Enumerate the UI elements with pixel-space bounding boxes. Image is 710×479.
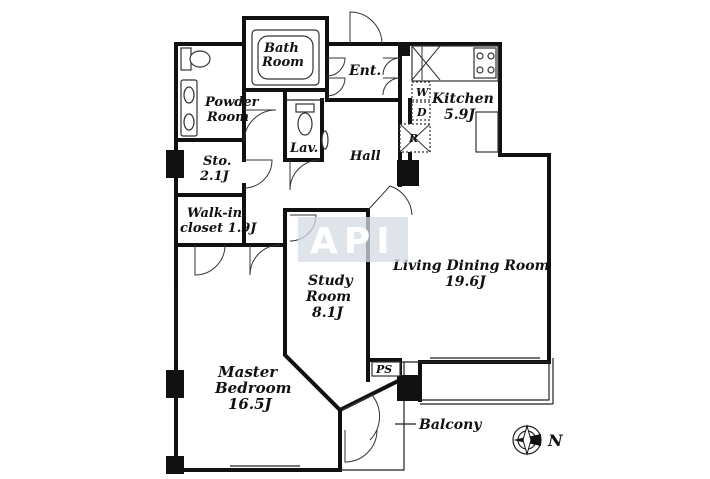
bath-room-label-2: Room: [261, 55, 304, 70]
compass-icon: [512, 424, 542, 456]
windows: [175, 290, 540, 467]
compass-north-label: N: [547, 431, 564, 450]
study-room-label-2: Room: [305, 289, 351, 305]
fixtures: [180, 29, 499, 153]
walkin-closet-label-1: Walk-in: [187, 206, 242, 221]
watermark: API: [298, 217, 408, 262]
balcony-label: Balcony: [418, 417, 482, 433]
living-dining-label-2: 19.6J: [445, 274, 487, 290]
powder-room-label-1: Powder: [204, 95, 260, 110]
storage-label-2: 2.1J: [199, 169, 230, 184]
structural-columns: [166, 44, 419, 474]
master-bedroom-label-2: Bedroom: [214, 379, 292, 397]
watermark-text: API: [310, 221, 396, 262]
entrance-label: Ent.: [348, 63, 381, 79]
master-bedroom-label-3: 16.5J: [228, 395, 273, 413]
fridge-label: R: [408, 132, 418, 145]
kitchen-label-2: 5.9J: [444, 107, 476, 123]
powder-room-label-2: Room: [206, 110, 249, 125]
bath-room-label-1: Bath: [263, 41, 299, 56]
walkin-closet-label-2: closet 1.9J: [180, 221, 257, 236]
hall-label: Hall: [349, 149, 381, 164]
dryer-label: D: [416, 106, 427, 119]
living-dining-label-1: Living Dining Room: [392, 258, 549, 274]
study-room-label-3: 8.1J: [312, 305, 344, 321]
pipe-space-label: PS: [375, 363, 392, 376]
master-bedroom-label-1: Master: [217, 363, 278, 381]
washer-label: W: [416, 86, 430, 99]
doors: [194, 11, 413, 463]
storage-label-1: Sto.: [203, 154, 231, 169]
study-room-label-1: Study: [308, 273, 354, 289]
lav-label: Lav.: [289, 141, 318, 156]
kitchen-label-1: Kitchen: [431, 91, 494, 107]
